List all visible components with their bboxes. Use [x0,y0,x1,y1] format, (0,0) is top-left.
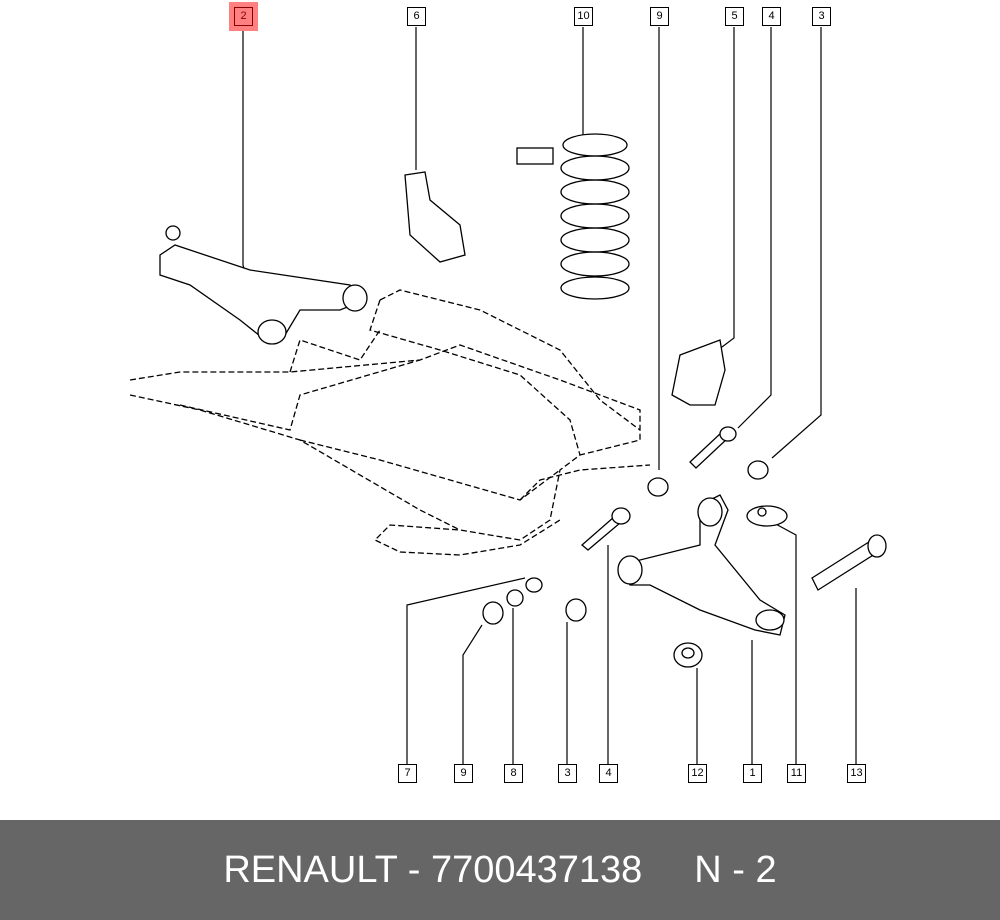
bushing-3-lower [565,598,587,622]
callout-bottom-7[interactable]: 7 [398,764,417,783]
suspension-exploded-diagram [129,27,887,764]
upper-control-arm [159,225,368,345]
callout-top-6[interactable]: 6 [407,7,426,26]
bushing-3-upper [747,460,769,480]
leader-lines [242,27,857,764]
washer-8 [506,589,524,607]
bracket-6 [404,171,466,263]
callout-bottom-4[interactable]: 4 [599,764,618,783]
footer-bar: RENAULT - 7700437138 N - 2 [0,820,1000,920]
callout-bottom-13[interactable]: 13 [847,764,866,783]
callout-top-3[interactable]: 3 [812,7,831,26]
position-code: N - 2 [694,848,777,891]
washer-7 [525,577,543,593]
coil-spring [516,133,630,300]
callout-bottom-12[interactable]: 12 [688,764,707,783]
callout-bottom-9[interactable]: 9 [454,764,473,783]
bracket-5 [671,339,726,406]
lower-control-arm [617,494,786,636]
nut-12 [673,642,703,668]
bushing-9-lower [482,601,504,625]
washer-11 [746,505,788,527]
callout-top-4[interactable]: 4 [762,7,781,26]
bolt-13 [811,534,887,591]
bushing-9-upper [647,477,669,497]
subframe [129,289,651,556]
callout-bottom-3[interactable]: 3 [558,764,577,783]
bolt-4-lower [580,507,631,551]
callout-bottom-8[interactable]: 8 [504,764,523,783]
part-number-text: RENAULT - 7700437138 [223,848,643,891]
callout-top-2[interactable]: 2 [229,2,258,31]
callout-top-5[interactable]: 5 [725,7,744,26]
callout-bottom-11[interactable]: 11 [787,764,806,783]
callout-top-10[interactable]: 10 [574,7,593,26]
bolt-4-upper [689,426,737,469]
callout-bottom-1[interactable]: 1 [743,764,762,783]
callout-top-9[interactable]: 9 [650,7,669,26]
